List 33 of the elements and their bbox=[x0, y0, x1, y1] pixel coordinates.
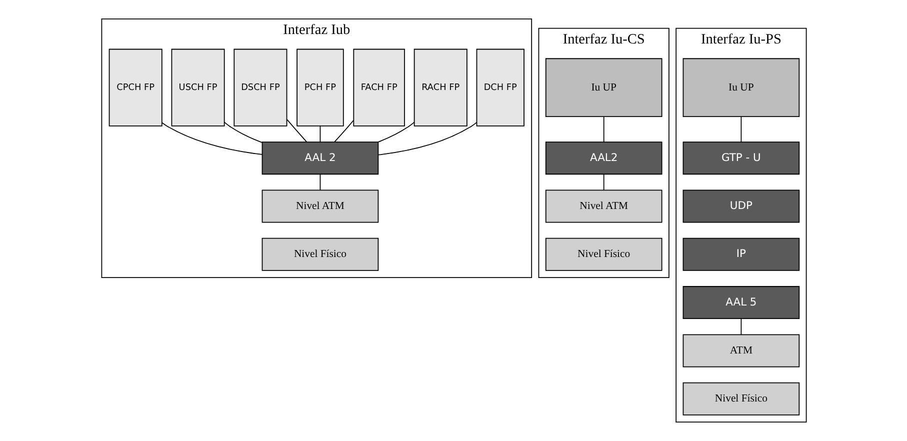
node-box: CPCH FP bbox=[108, 48, 162, 126]
node-box: Nivel ATM bbox=[261, 190, 378, 223]
node-box: DCH FP bbox=[476, 48, 524, 126]
connector bbox=[223, 122, 262, 143]
node-box: AAL 2 bbox=[261, 142, 378, 175]
node-box: AAL 5 bbox=[682, 286, 800, 320]
connector bbox=[602, 174, 604, 190]
connector bbox=[602, 116, 604, 142]
node-box: Nivel ATM bbox=[544, 190, 662, 223]
connector bbox=[334, 120, 354, 142]
connector bbox=[378, 122, 477, 156]
connector bbox=[740, 116, 742, 142]
node-box: IP bbox=[682, 238, 800, 271]
node-box: RACH FP bbox=[413, 48, 467, 126]
node-box: DSCH FP bbox=[233, 48, 287, 126]
node-box: FACH FP bbox=[352, 48, 404, 126]
node-box: UDP bbox=[682, 190, 800, 223]
node-box: Iu UP bbox=[682, 58, 800, 118]
connector bbox=[161, 122, 262, 155]
node-box: GTP - U bbox=[682, 142, 800, 175]
node-box: Iu UP bbox=[544, 58, 662, 118]
connector bbox=[740, 318, 742, 335]
connector bbox=[319, 126, 320, 142]
connector bbox=[286, 119, 307, 142]
node-box: PCH FP bbox=[296, 48, 344, 126]
node-box: Nivel Físico bbox=[544, 238, 662, 271]
node-box: USCH FP bbox=[170, 48, 224, 126]
node-box: Nivel Físico bbox=[682, 382, 800, 416]
connector bbox=[319, 174, 320, 190]
node-box: Nivel Físico bbox=[261, 238, 378, 271]
connector bbox=[377, 122, 414, 142]
node-box: ATM bbox=[682, 334, 800, 368]
node-box: AAL2 bbox=[544, 142, 662, 175]
